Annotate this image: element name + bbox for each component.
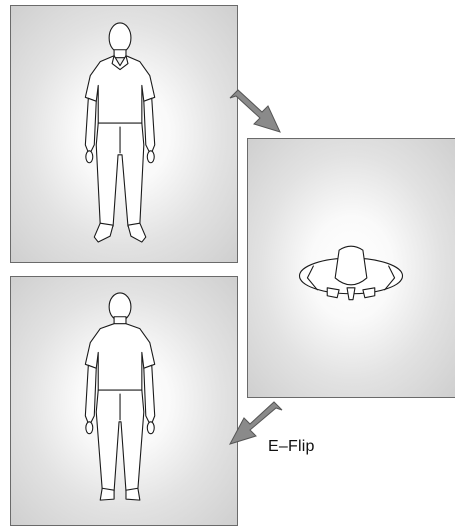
person-front-figure — [11, 6, 237, 262]
person-back-figure — [11, 277, 237, 525]
back-view-panel — [10, 276, 238, 526]
person-top-figure — [248, 139, 455, 397]
front-view-panel — [10, 5, 238, 263]
flip-label: E–Flip — [268, 438, 315, 456]
arrow-down-right-icon — [224, 86, 288, 138]
top-view-panel — [247, 138, 455, 398]
